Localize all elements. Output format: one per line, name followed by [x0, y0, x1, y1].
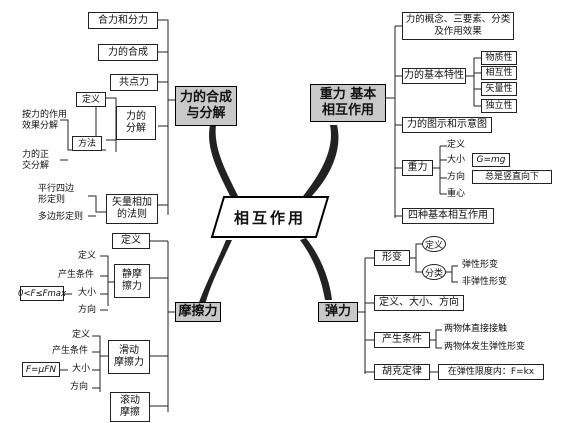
text-inelastic-deformation: 非弹性形变: [462, 277, 508, 287]
text-sliding-condition: 产生条件: [52, 346, 89, 356]
node-gravity-direction-value: 总是竖直向下: [472, 170, 552, 184]
node-vector-nature: 矢量性: [481, 82, 517, 96]
node-gravity-formula: G=mg: [472, 153, 510, 167]
node-hookes-law-formula: 在弹性限度内：F=kx: [438, 364, 544, 380]
text-sliding-direction: 方向: [70, 382, 89, 392]
node-four-interactions: 四种基本相互作用: [402, 208, 494, 224]
node-friction-definition: 定义: [112, 233, 150, 249]
node-deformation-classification: 分类: [422, 264, 446, 280]
node-gravity: 重力: [402, 160, 433, 176]
node-sliding-friction: 滑动 摩擦力: [108, 340, 150, 374]
hub-elastic: 弹力: [318, 302, 358, 322]
hub-gravity: 重力 基本 相互作用: [310, 84, 386, 122]
node-force-properties: 力的基本特性: [402, 68, 466, 84]
node-method: 方法: [72, 136, 102, 151]
text-static-direction: 方向: [78, 305, 97, 315]
text-elastic-deformation-condition: 两物体发生弹性形变: [444, 342, 526, 352]
node-hookes-law: 胡克定律: [374, 364, 430, 380]
hub-synthesis: 力的合成 与分解: [175, 86, 237, 126]
text-static-condition: 产生条件: [58, 270, 95, 280]
node-force-concept: 力的概念、三要素、分类 及作用效果: [402, 12, 514, 40]
node-resultant-component: 合力和分力: [88, 12, 158, 29]
text-elastic-deformation: 弹性形变: [462, 260, 499, 270]
node-sliding-formula: F=μFN: [22, 362, 60, 377]
node-static-friction: 静摩 擦力: [114, 264, 150, 298]
node-elastic-conditions: 产生条件: [374, 332, 430, 348]
text-static-definition: 定义: [78, 251, 97, 261]
text-sliding-definition: 定义: [72, 330, 91, 340]
node-materiality: 物质性: [481, 51, 517, 65]
center-node: 相互作用: [210, 195, 330, 239]
node-independence: 独立性: [481, 99, 517, 113]
node-definition: 定义: [76, 92, 106, 107]
text-static-magnitude: 大小: [78, 288, 97, 298]
text-sliding-magnitude: 大小: [72, 364, 91, 374]
node-rolling-friction: 滚动 摩擦: [110, 392, 150, 422]
text-effect-decomposition: 按力的作用 效果分解: [22, 110, 68, 131]
text-center-of-gravity: 重心: [447, 189, 466, 199]
node-force-diagram: 力的图示和示意图: [402, 117, 492, 133]
text-gravity-magnitude: 大小: [447, 155, 466, 165]
node-force-decomposition: 力的 分解: [116, 106, 156, 140]
hub-friction: 摩擦力: [175, 302, 221, 322]
center-title: 相互作用: [233, 208, 306, 227]
node-force-composition: 力的合成: [98, 44, 158, 61]
node-concurrent-forces: 共点力: [110, 74, 158, 91]
node-deformation-definition: 定义: [422, 236, 446, 252]
text-parallelogram-rule: 平行四边 形定则: [38, 184, 75, 205]
text-polygon-rule: 多边形定则: [38, 212, 84, 222]
node-elastic-properties: 定义、大小、方向: [374, 295, 464, 311]
node-deformation: 形变: [374, 250, 410, 266]
node-static-formula: 0<F≤Fmax: [18, 286, 66, 301]
text-orthogonal-decomposition: 力的正 交分解: [22, 150, 50, 171]
text-gravity-definition: 定义: [447, 140, 466, 150]
node-vector-addition: 矢量相加 的法则: [106, 194, 158, 224]
text-direct-contact: 两物体直接接触: [444, 324, 508, 334]
node-mutuality: 相互性: [481, 66, 517, 80]
text-gravity-direction: 方向: [447, 172, 466, 182]
